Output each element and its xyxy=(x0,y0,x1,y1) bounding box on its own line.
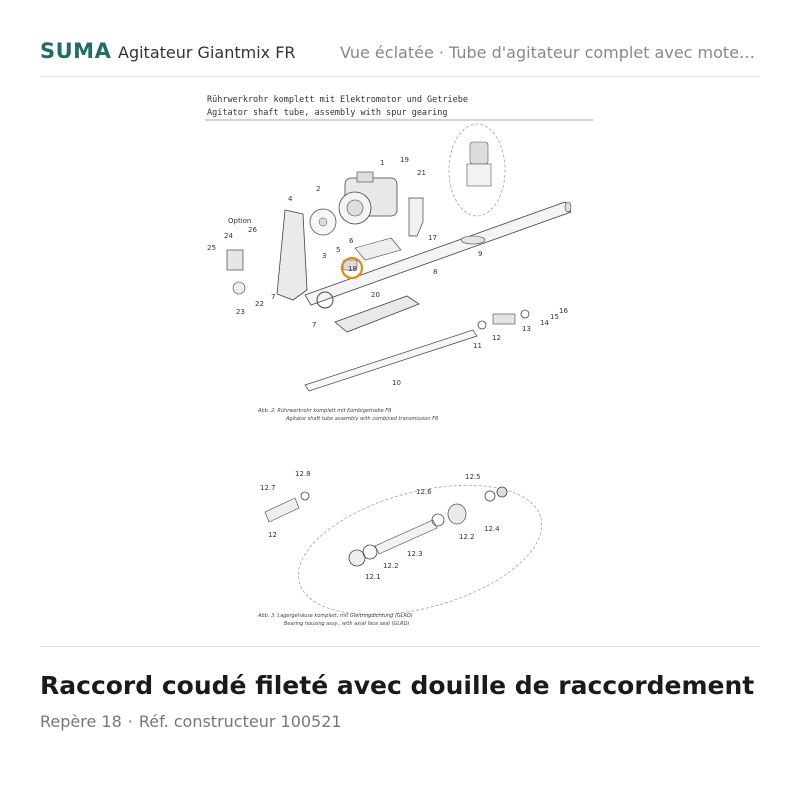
fig3-detail-outline xyxy=(297,484,543,616)
svg-text:10: 10 xyxy=(392,379,401,387)
fig3-caption-en: Bearing housing assy., with axial face s… xyxy=(284,621,409,627)
exploded-view-svg: Rührwerkrohr komplett mit Elektromotor u… xyxy=(205,95,593,627)
svg-text:12.3: 12.3 xyxy=(407,550,423,558)
motor-assembly xyxy=(338,171,398,225)
svg-text:12: 12 xyxy=(492,334,501,342)
fig3-callout-labels: 12.8 12.7 12 12.5 12.6 12.4 12.2 12.3 12… xyxy=(260,470,500,581)
svg-text:12.1: 12.1 xyxy=(365,573,381,581)
bearing-housing xyxy=(264,497,300,523)
fig2-callout-labels: 1 19 21 2 4 26 24 25 3 6 5 17 18 8 9 7 2… xyxy=(207,156,568,387)
svg-text:20: 20 xyxy=(371,291,380,299)
diagram-heading-de: Rührwerkrohr komplett mit Elektromotor u… xyxy=(207,95,468,105)
svg-text:1: 1 xyxy=(380,159,384,167)
svg-text:3: 3 xyxy=(322,252,326,260)
meta-separator: · xyxy=(127,712,133,731)
svg-text:26: 26 xyxy=(248,226,257,234)
svg-text:12.2: 12.2 xyxy=(459,533,475,541)
svg-text:7: 7 xyxy=(271,293,275,301)
content-divider xyxy=(40,646,760,647)
svg-text:23: 23 xyxy=(236,308,245,316)
exploded-view-diagram[interactable]: Rührwerkrohr komplett mit Elektromotor u… xyxy=(195,90,605,630)
part-18-highlight-ring[interactable] xyxy=(340,256,364,280)
svg-text:Option: Option xyxy=(228,217,251,225)
svg-text:17: 17 xyxy=(428,234,437,242)
shaft-tube xyxy=(304,201,572,306)
gearbox xyxy=(276,209,308,301)
svg-text:12: 12 xyxy=(268,531,277,539)
svg-text:14: 14 xyxy=(540,319,549,327)
part-meta: Repère 18 · Réf. constructeur 100521 xyxy=(40,712,342,731)
svg-text:9: 9 xyxy=(478,250,482,258)
manufacturer-reference: Réf. constructeur 100521 xyxy=(138,712,342,731)
svg-text:13: 13 xyxy=(522,325,531,333)
svg-text:5: 5 xyxy=(336,246,340,254)
svg-text:2: 2 xyxy=(316,185,320,193)
svg-text:12.4: 12.4 xyxy=(484,525,500,533)
fig3-caption-de: Abb. 3: Lagergehäuse komplett, mit Gleit… xyxy=(257,613,413,619)
svg-text:24: 24 xyxy=(224,232,233,240)
svg-text:7: 7 xyxy=(312,321,316,329)
svg-text:11: 11 xyxy=(473,342,482,350)
svg-text:4: 4 xyxy=(288,195,293,203)
svg-text:25: 25 xyxy=(207,244,216,252)
svg-text:12.5: 12.5 xyxy=(465,473,481,481)
drive-shaft xyxy=(304,329,478,392)
svg-text:18: 18 xyxy=(348,265,357,273)
svg-text:12.2: 12.2 xyxy=(383,562,399,570)
svg-text:6: 6 xyxy=(349,237,354,245)
product-name: Agitateur Giantmix FR xyxy=(118,43,296,62)
mounting-frame xyxy=(334,295,420,333)
brand-logo[interactable]: SUMA xyxy=(40,39,112,63)
fig2-caption-de: Abb. 2: Rührwerkrohr komplett mit Kombig… xyxy=(257,408,392,414)
svg-text:12.7: 12.7 xyxy=(260,484,276,492)
app-header: SUMA Agitateur Giantmix FR Vue éclatée ·… xyxy=(40,0,760,77)
fig2-caption-en: Agitator shaft tube assembly with combin… xyxy=(285,416,438,422)
svg-text:8: 8 xyxy=(433,268,437,276)
svg-text:19: 19 xyxy=(400,156,409,164)
svg-text:22: 22 xyxy=(255,300,264,308)
svg-text:15: 15 xyxy=(550,313,559,321)
view-title: Vue éclatée · Tube d'agitateur complet a… xyxy=(340,43,760,62)
svg-text:12.8: 12.8 xyxy=(295,470,311,478)
svg-text:21: 21 xyxy=(417,169,426,177)
diagram-heading-en: Agitator shaft tube, assembly with spur … xyxy=(207,108,448,118)
svg-text:16: 16 xyxy=(559,307,568,315)
option-callout-outline xyxy=(448,123,506,217)
position-label: Repère 18 xyxy=(40,712,122,731)
part-title: Raccord coudé fileté avec douille de rac… xyxy=(40,671,755,700)
svg-text:12.6: 12.6 xyxy=(416,488,432,496)
